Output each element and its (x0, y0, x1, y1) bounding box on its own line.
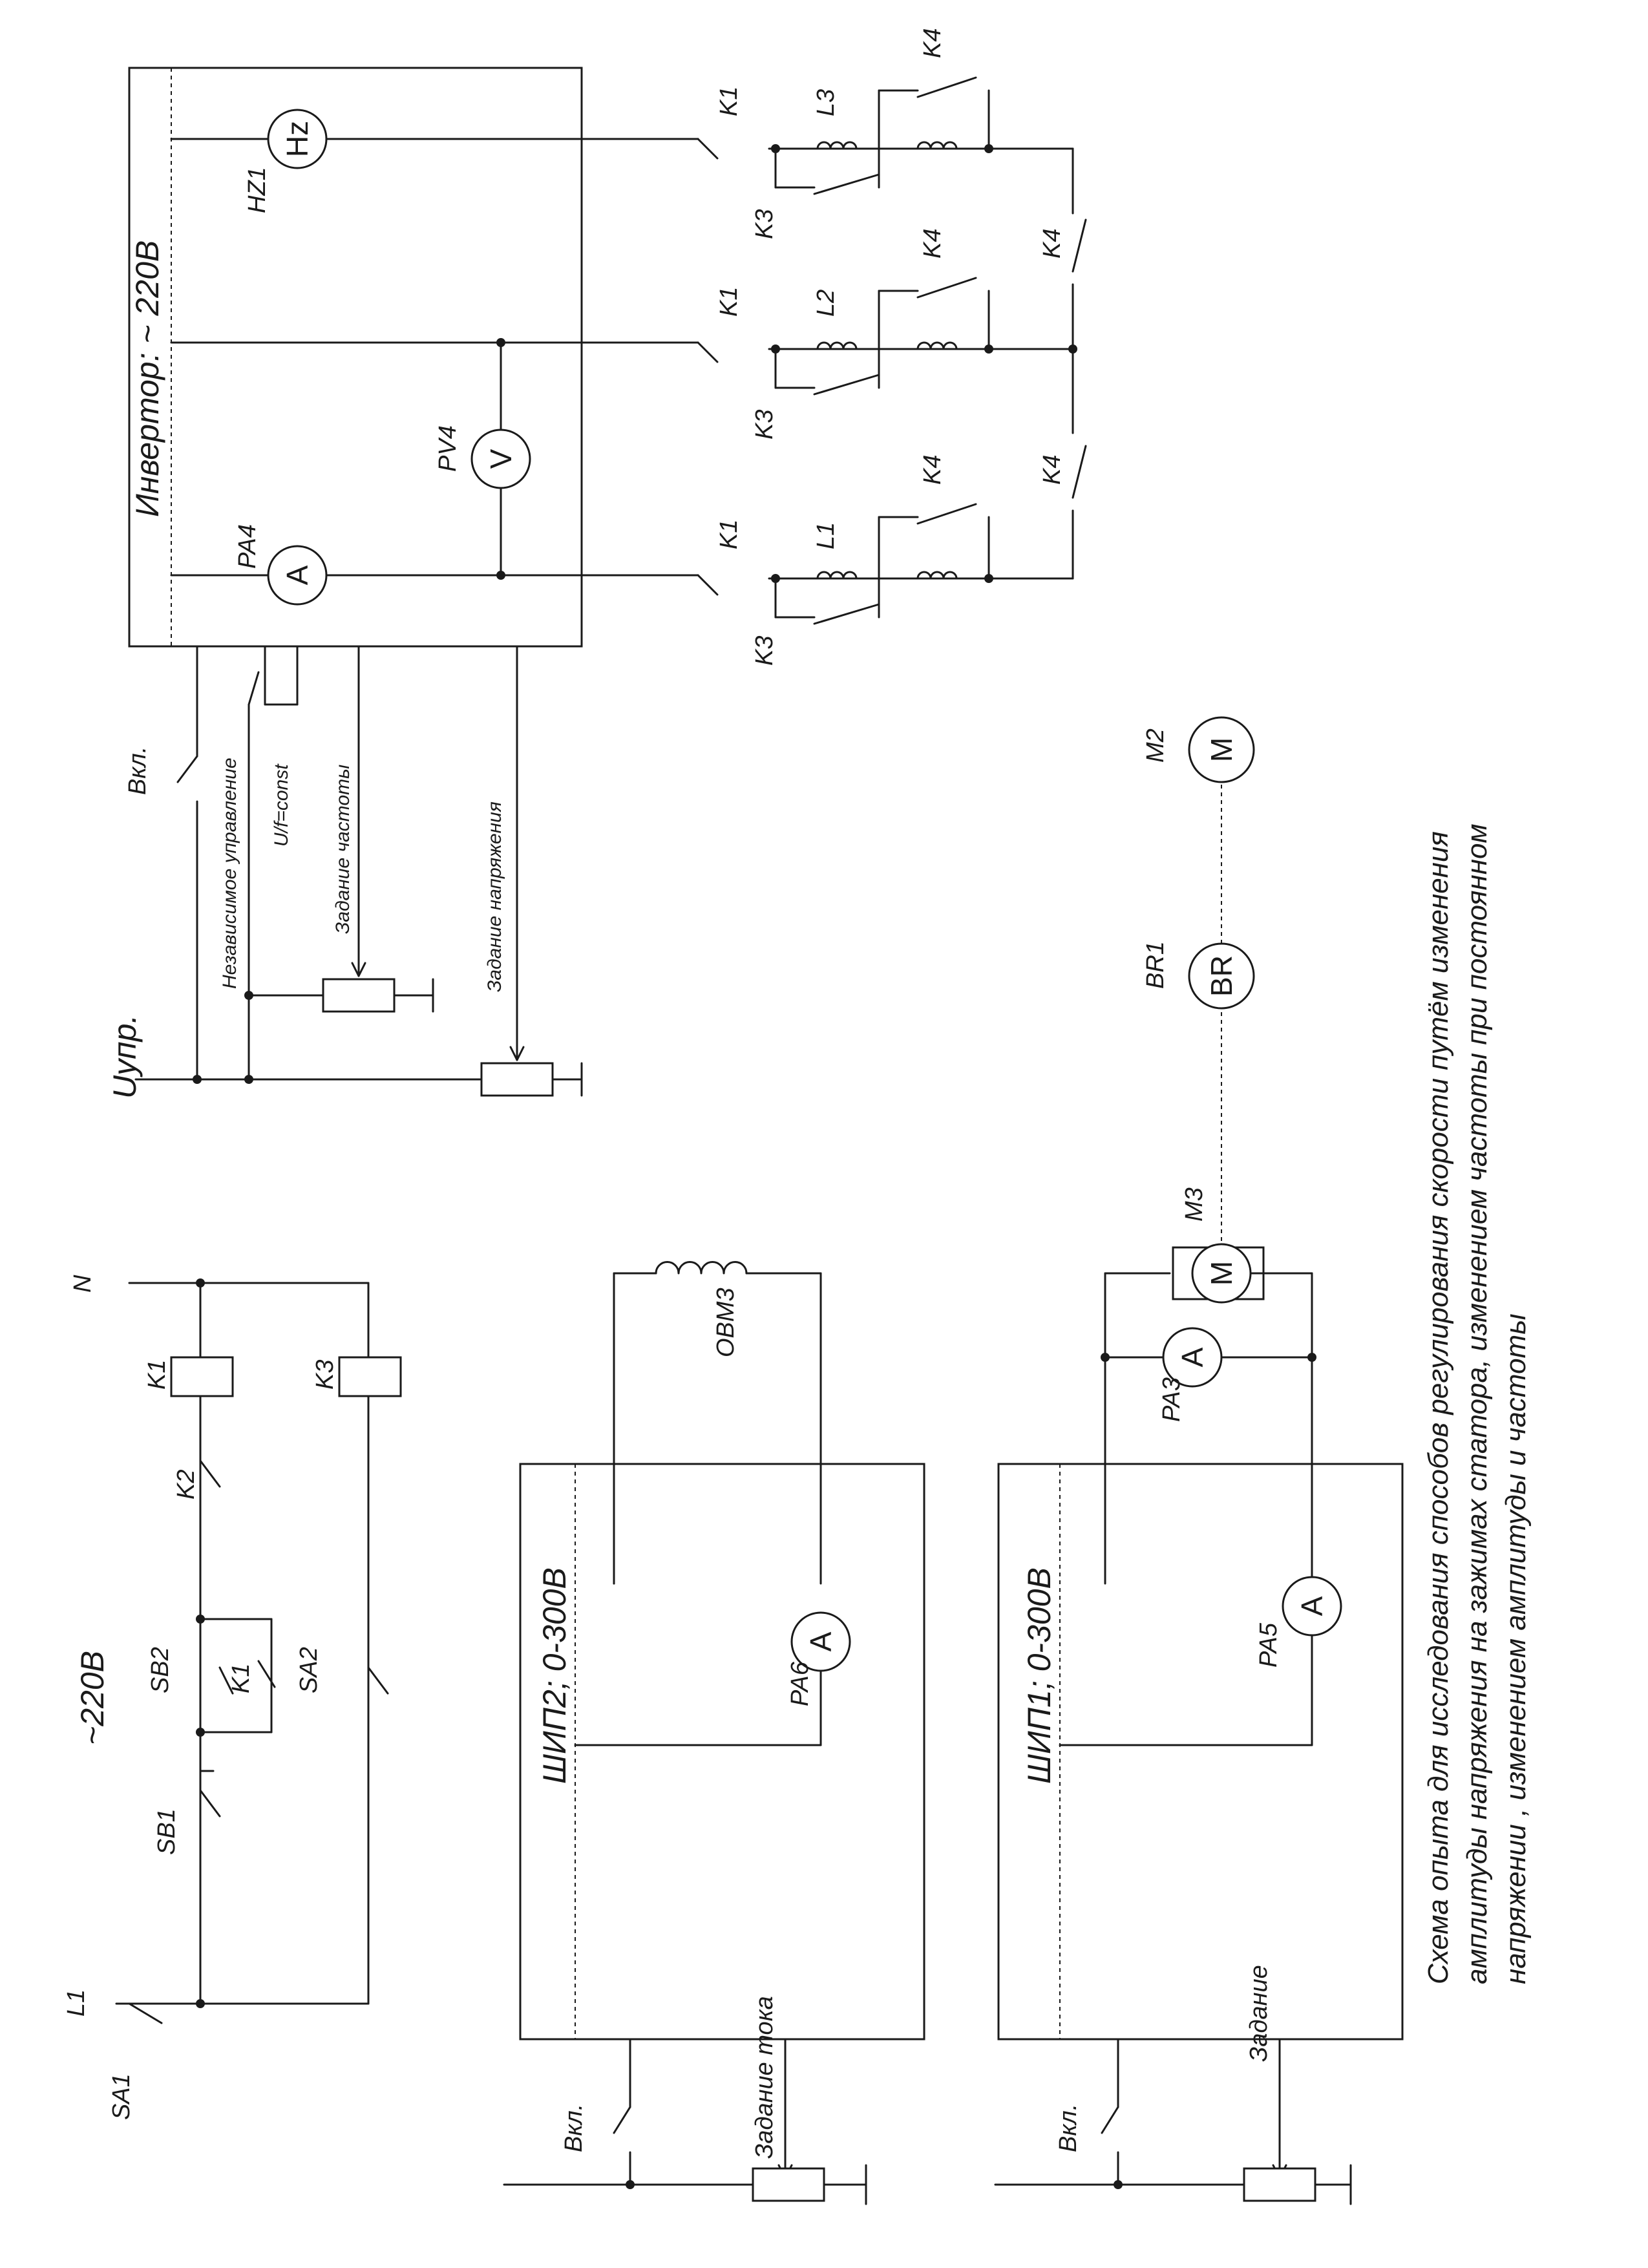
k3-label-3: K3 (751, 209, 778, 239)
label-sb2: SB2 (147, 1647, 174, 1693)
freq-setpoint-resistor (322, 978, 396, 1013)
caption-text: Схема опыта для исследования способов ре… (1422, 831, 1454, 1984)
pa5-symbol: A (1295, 1596, 1329, 1616)
caption-line-3: напряжении , изменением амплитуды и част… (1500, 1313, 1532, 1984)
shunt-supply-1-title: ШИП1; 0-300В (1021, 1567, 1057, 1784)
setpoint-resistor (1243, 2167, 1316, 2202)
label-sa1: SA1 (108, 2073, 135, 2120)
output-stage: K1 K3 L3 K4 K4 K1 K3 L2 K4 K4 K1 K3 L1 K… (697, 28, 1087, 666)
pa3-meter (1162, 1327, 1223, 1388)
label-sa2: SA2 (295, 1647, 322, 1693)
label-k2: K2 (173, 1470, 200, 1500)
branch-phase-2 (697, 277, 1077, 396)
volt-setpoint-resistor (480, 1062, 554, 1097)
shunt-supply-2-box (519, 1463, 925, 2040)
control-voltage-label: Uупр. (107, 1015, 143, 1099)
k1-label-2: K1 (715, 287, 743, 317)
m3-motor (1191, 1243, 1252, 1304)
shunt-supply-1-switch-label: Вкл. (1055, 2104, 1082, 2152)
pa4-label: PA4 (234, 524, 261, 569)
mode-uf-label: U/f=const (271, 763, 292, 847)
pa5-label: PA5 (1255, 1622, 1282, 1668)
l2-coil (816, 341, 858, 350)
k4-label-2: K4 (919, 229, 946, 259)
shunt-supply-1-box (997, 1463, 1404, 2040)
obm3-label: ОВМ3 (712, 1288, 739, 1357)
br1-symbol: BR (1205, 955, 1238, 997)
l3-coil-2 (916, 141, 958, 150)
l1-coil (816, 571, 858, 580)
pa6-label: PA6 (787, 1661, 814, 1706)
shunt-supply-2-title: ШИП2; 0-300В (536, 1567, 573, 1784)
k4-label-1: K4 (919, 455, 946, 485)
caption: Схема опыта для исследования способов ре… (1422, 823, 1532, 1984)
k4-label-3: K4 (919, 28, 946, 58)
pa3-label: PA3 (1158, 1377, 1185, 1422)
pa6-meter (790, 1611, 851, 1672)
m2-motor (1188, 716, 1255, 783)
hz1-label: HZ1 (244, 167, 271, 213)
l1-label: L1 (812, 522, 840, 549)
inverter-box (128, 67, 583, 648)
k3-label-2: K3 (751, 410, 778, 440)
label-l1: L1 (63, 1989, 90, 2017)
control-circuit: N K1 K3 K2 ~220В SB2 K1 SA2 SB1 L1 SA1 (63, 1275, 402, 2120)
caption-text-3: напряжении , изменением амплитуды и част… (1500, 1313, 1532, 1984)
caption-text-2: амплитуды напряжения на зажимах статора,… (1461, 823, 1493, 1984)
l1-coil-2 (916, 571, 958, 580)
shunt-supply-2-switch-label: Вкл. (560, 2104, 587, 2152)
pa4-symbol: A (280, 565, 314, 585)
branch-phase-1 (697, 503, 1074, 625)
branch-phase-3 (697, 76, 1074, 195)
k1-label-3: K1 (715, 87, 743, 116)
k1-coil (170, 1356, 234, 1397)
shaft: BR M BR1 M2 (1142, 716, 1255, 1241)
current-setpoint-label: Задание тока (751, 1996, 778, 2159)
pa5-meter (1282, 1576, 1342, 1637)
hz1-meter (267, 109, 328, 169)
freq-setpoint-label: Задание частоты (332, 765, 354, 934)
label-n: N (69, 1275, 96, 1293)
caption-line-2: амплитуды напряжения на зажимах статора,… (1461, 823, 1493, 1984)
label-k1-contact: K1 (227, 1664, 255, 1693)
br1-label: BR1 (1142, 941, 1169, 989)
m3-symbol: M (1205, 1261, 1238, 1286)
k4-label-star-1: K4 (1039, 229, 1066, 259)
current-setpoint-resistor (752, 2167, 825, 2202)
k3-coil (338, 1356, 402, 1397)
m2-label: M2 (1142, 728, 1169, 763)
k4-label-star-2: K4 (1039, 455, 1066, 485)
k3-label-1: K3 (751, 636, 778, 666)
label-supply: ~220В (74, 1651, 111, 1745)
l3-label: L3 (812, 89, 840, 116)
label-sb1: SB1 (153, 1808, 180, 1855)
pa6-symbol: A (804, 1631, 838, 1651)
obm3-winding (655, 1261, 748, 1275)
l3-coil (816, 141, 858, 150)
hz1-symbol: Hz (280, 121, 314, 157)
inverter-title: Инвертор: ~ 220В (129, 240, 165, 517)
label-k1-coil: K1 (143, 1360, 171, 1390)
br1-tacho (1188, 942, 1255, 1010)
l2-label: L2 (812, 290, 840, 317)
m2-symbol: M (1205, 737, 1238, 762)
shunt-supply-1: A M A ШИП1; 0-300В PA5 PA3 M3 Вкл. Задан… (994, 1187, 1404, 2205)
label-k3-coil: K3 (312, 1360, 339, 1390)
m3-label: M3 (1181, 1187, 1208, 1222)
setpoint-label: Задание (1245, 1965, 1273, 2062)
pv4-label: PV4 (434, 425, 461, 472)
pa3-symbol: A (1176, 1347, 1209, 1367)
mode-independent-label: Независимое управление (219, 758, 240, 989)
l2-coil-2 (916, 341, 958, 350)
inverter: Hz A V Инвертор: ~ 220В HZ1 PA4 (107, 67, 699, 1099)
k1-label-1: K1 (715, 520, 743, 549)
pv4-symbol: V (484, 449, 518, 469)
inverter-switch-label: Вкл. (124, 747, 151, 795)
shunt-supply-2: A ШИП2; 0-300В PA6 ОВМ3 Вкл. Задание ток… (503, 1261, 925, 2205)
pv4-meter (470, 429, 531, 489)
pa4-meter (267, 545, 328, 606)
caption-line-1: Схема опыта для исследования способов ре… (1422, 831, 1454, 1984)
volt-setpoint-label: Задание напряжения (484, 801, 505, 992)
